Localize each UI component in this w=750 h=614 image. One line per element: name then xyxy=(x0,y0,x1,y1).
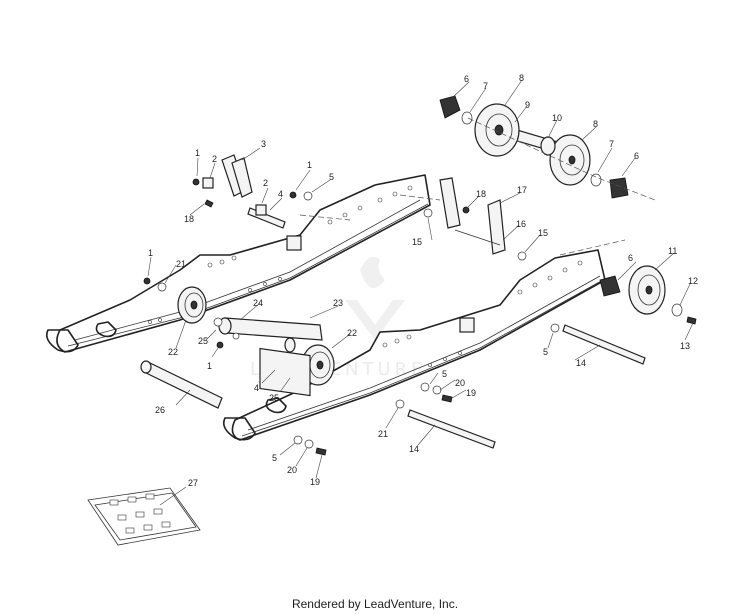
callout-5d: 5 xyxy=(272,453,277,463)
bracket-17 xyxy=(439,177,506,255)
callout-9: 9 xyxy=(525,100,530,110)
callout-14b: 14 xyxy=(409,444,419,454)
callout-13: 13 xyxy=(680,341,690,351)
callout-1a: 1 xyxy=(195,148,200,158)
callout-21b: 21 xyxy=(378,429,388,439)
link-arm-3 xyxy=(192,154,313,229)
callout-4b: 4 xyxy=(254,383,259,393)
rear-shaft xyxy=(140,360,223,409)
callout-10: 10 xyxy=(552,113,562,123)
long-shaft-upper xyxy=(562,324,646,365)
callout-11: 11 xyxy=(668,246,677,256)
callout-8a: 8 xyxy=(519,73,524,83)
end-cap-right xyxy=(590,173,629,199)
callout-8b: 8 xyxy=(593,119,598,129)
callout-16: 16 xyxy=(516,219,526,229)
callout-14a: 14 xyxy=(576,358,586,368)
callout-20a: 20 xyxy=(455,378,465,388)
slider-27 xyxy=(87,487,201,546)
callout-7b: 7 xyxy=(609,139,614,149)
callout-19b: 19 xyxy=(310,477,320,487)
callout-24: 24 xyxy=(253,298,263,308)
callout-1d: 1 xyxy=(207,361,212,371)
callout-2a: 2 xyxy=(212,154,217,164)
left-idler-wheel xyxy=(177,286,207,324)
callout-1c: 1 xyxy=(148,248,153,258)
callout-25b: 25 xyxy=(269,393,279,403)
callout-22a: 22 xyxy=(168,347,178,357)
callout-17: 17 xyxy=(517,185,527,195)
callout-26: 26 xyxy=(155,405,165,415)
callout-21a: 21 xyxy=(176,259,186,269)
callout-5c: 5 xyxy=(442,369,447,379)
rail-holes-right xyxy=(382,260,583,367)
render-credit: Rendered by LeadVenture, Inc. xyxy=(291,597,459,611)
callout-18b: 18 xyxy=(476,189,486,199)
rail-holes-left xyxy=(148,185,413,324)
left-rail xyxy=(45,174,431,353)
callout-18a: 18 xyxy=(184,214,194,224)
callout-25a: 25 xyxy=(198,336,208,346)
callout-1b: 1 xyxy=(307,160,312,170)
callout-3: 3 xyxy=(261,139,266,149)
callout-6b: 6 xyxy=(634,151,639,161)
callout-27: 27 xyxy=(188,478,198,488)
long-shaft-lower xyxy=(407,409,496,449)
upper-axle-assembly xyxy=(474,103,591,186)
callouts: 1 2 3 1 2 5 4 18 1 21 6 7 8 9 10 8 7 6 xyxy=(147,73,698,506)
rail-hardware xyxy=(143,208,560,456)
callout-15a: 15 xyxy=(412,237,422,247)
callout-6c: 6 xyxy=(628,253,633,263)
end-cap-rear xyxy=(599,275,621,297)
callout-5a: 5 xyxy=(329,172,334,182)
callout-2b: 2 xyxy=(263,178,268,188)
callout-22b: 22 xyxy=(347,328,357,338)
callout-4a: 4 xyxy=(278,189,283,199)
reference-lines xyxy=(299,117,656,256)
callout-19a: 19 xyxy=(466,388,476,398)
callout-20b: 20 xyxy=(287,465,297,475)
callout-15b: 15 xyxy=(538,228,548,238)
callout-6a: 6 xyxy=(464,74,469,84)
callout-23: 23 xyxy=(333,298,343,308)
callout-5b: 5 xyxy=(543,347,548,357)
end-cap-left xyxy=(439,95,473,125)
rear-wheel-11 xyxy=(628,265,697,325)
right-rail xyxy=(222,249,606,441)
cross-shaft-assembly xyxy=(218,317,323,397)
callout-7a: 7 xyxy=(483,81,488,91)
callout-12: 12 xyxy=(688,276,698,286)
